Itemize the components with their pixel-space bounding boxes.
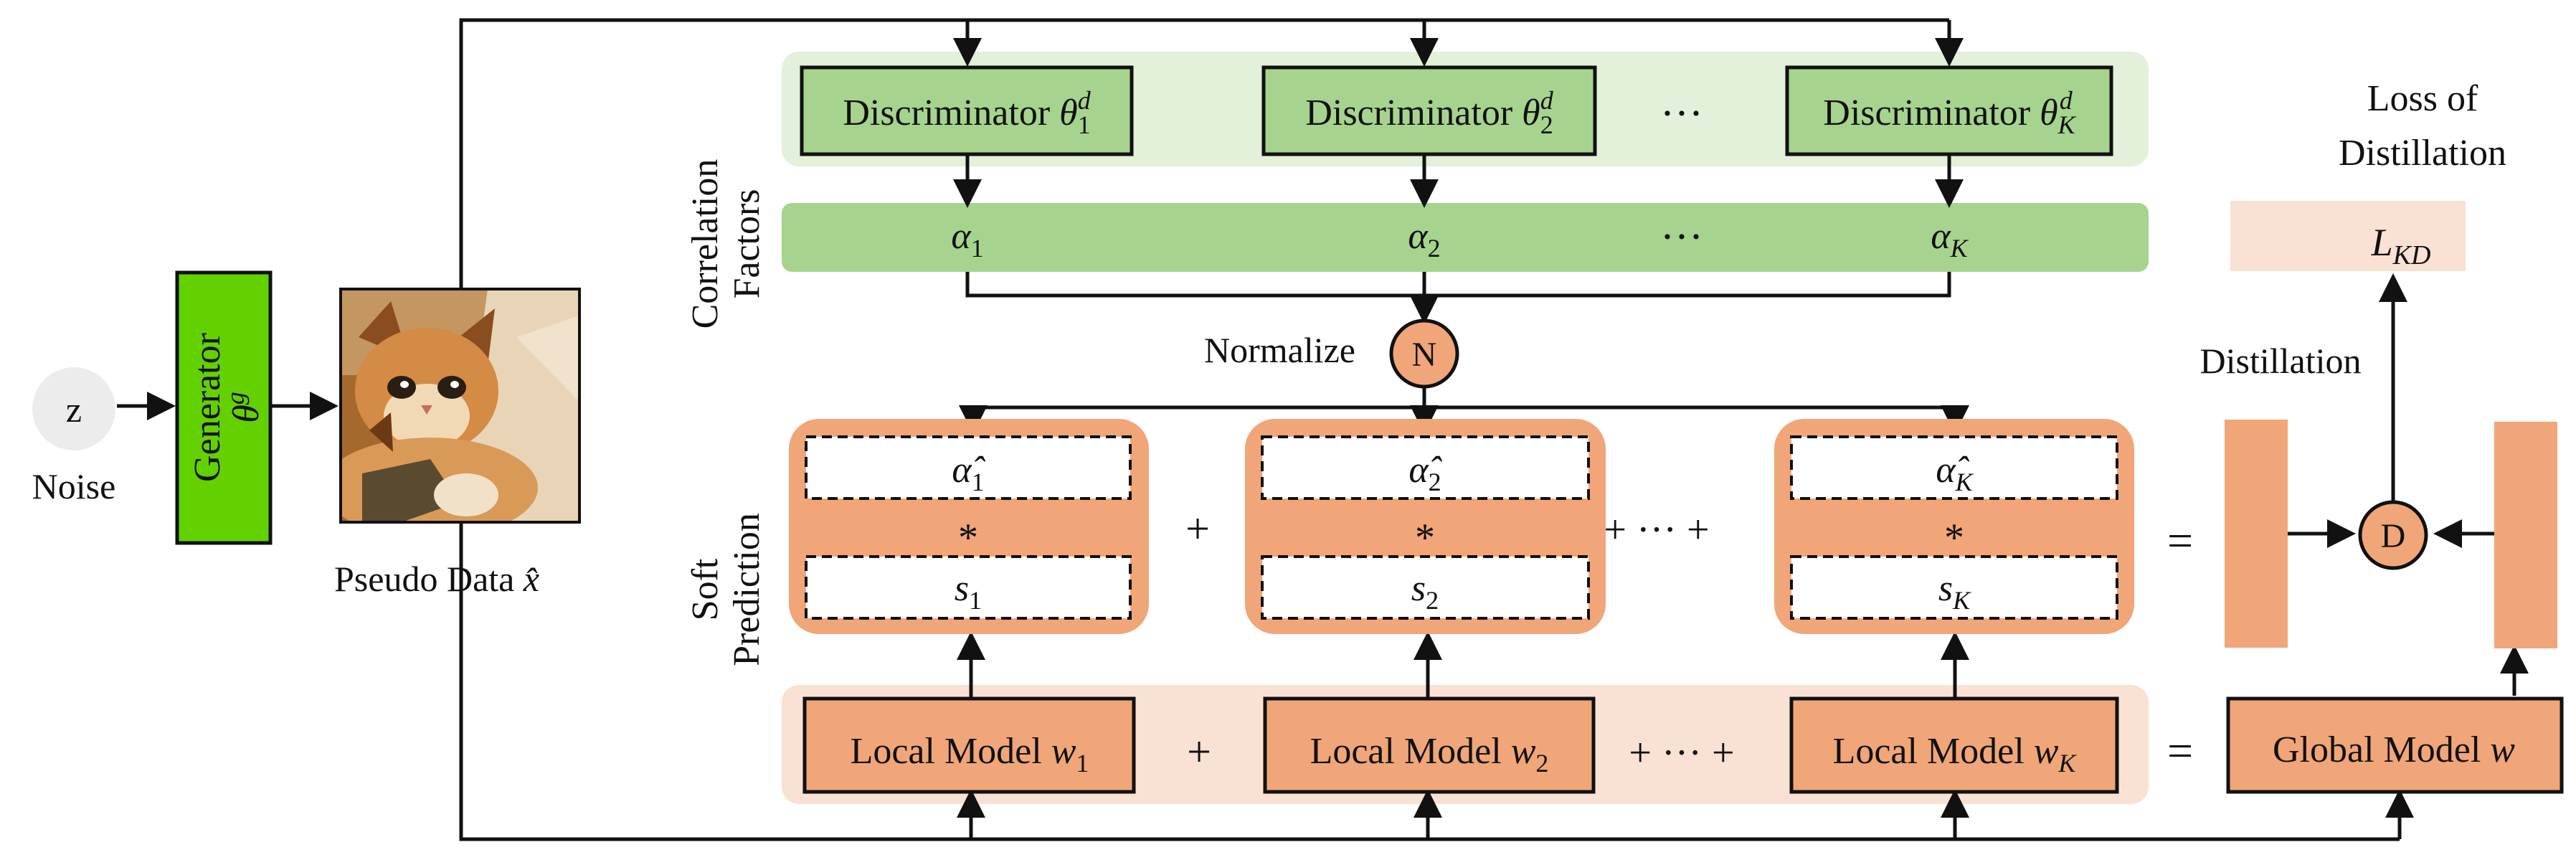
star-1: * — [958, 516, 978, 560]
discriminator-1-label: Discriminator θ1d — [843, 86, 1091, 139]
soft-prediction-k: α̂K * sK — [1774, 419, 2134, 634]
soft-prediction-label-group: Soft Prediction — [685, 513, 767, 666]
soft-prediction-label-line2: Prediction — [726, 513, 767, 666]
alpha-ellipsis: ··· — [1660, 213, 1703, 260]
soft-prediction-label-line1: Soft — [685, 558, 726, 620]
distillation-node — [2358, 500, 2428, 570]
discriminator-k-label: Discriminator θKd — [1823, 86, 2076, 139]
loss-panel — [2230, 201, 2466, 271]
global-model-box — [2226, 696, 2564, 794]
distillation-node-label: D — [2381, 517, 2406, 555]
correlation-factor-bar — [782, 203, 2149, 272]
noise-symbol: z — [66, 389, 82, 430]
soft-prediction-1: α̂1 * s1 — [789, 419, 1149, 634]
alpha-hat-k-box — [1790, 435, 2118, 500]
alpha-collect-wire — [965, 272, 1951, 298]
equals-soft: = — [2167, 515, 2193, 566]
generator-label: Generator — [187, 333, 228, 482]
pseudo-data-bottom-wire — [459, 522, 2400, 841]
normalize-node-label: N — [1412, 336, 1437, 374]
pseudo-data-image — [341, 289, 579, 522]
teacher-logits-bar — [2225, 420, 2288, 648]
local-model-2-label: Local Model w2 — [1310, 731, 1549, 778]
student-logits-bar — [2494, 422, 2557, 648]
generator-box — [175, 270, 273, 545]
noise-label: Noise — [32, 466, 116, 506]
star-k: * — [1944, 516, 1964, 560]
discriminator-1-box — [800, 65, 1134, 156]
discriminator-2-label: Discriminator θ2d — [1305, 86, 1553, 139]
discriminator-k-box — [1785, 65, 2113, 156]
score-1-box — [805, 555, 1132, 620]
plus-local-1: + — [1187, 728, 1211, 775]
correlation-label-line1: Correlation — [685, 159, 726, 329]
equals-local: = — [2167, 725, 2193, 776]
score-k-box — [1790, 555, 2118, 620]
pseudo-data-label: Pseudo Data x̂ — [334, 559, 539, 599]
discriminator-ellipsis: ··· — [1660, 90, 1703, 137]
pseudo-data-frame — [339, 288, 581, 524]
pseudo-data-top-wire — [459, 18, 1949, 402]
plus-ellipsis-plus-local: + ··· + — [1629, 731, 1734, 775]
normalize-label: Normalize — [1204, 330, 1355, 370]
correlation-label-line2: Factors — [726, 189, 767, 298]
alpha-hat-2-box — [1261, 435, 1590, 500]
noise-node — [32, 367, 115, 450]
local-model-2-box — [1263, 696, 1596, 794]
plus-ellipsis-plus-soft: + ··· + — [1604, 508, 1709, 552]
discriminator-2-box — [1261, 65, 1597, 156]
normalize-node — [1389, 318, 1459, 389]
star-2: * — [1415, 516, 1435, 560]
local-model-1-box — [802, 696, 1136, 794]
plus-soft-1: + — [1185, 505, 1210, 552]
local-model-k-label: Local Model wK — [1833, 731, 2078, 778]
correlation-label-group: Correlation Factors — [685, 159, 767, 329]
global-model-label: Global Model w — [2273, 729, 2515, 770]
score-1: s1 — [955, 568, 982, 615]
distillation-label: Distillation — [2200, 341, 2362, 381]
alpha-hat-1-box — [805, 435, 1132, 500]
score-2-box — [1261, 555, 1590, 620]
local-model-1-label: Local Model w1 — [851, 731, 1089, 778]
local-model-k-box — [1789, 696, 2119, 794]
soft-prediction-2: α̂2 * s2 — [1245, 419, 1606, 634]
loss-title-line1: Loss of — [2367, 78, 2478, 119]
loss-title-line2: Distillation — [2339, 133, 2506, 174]
